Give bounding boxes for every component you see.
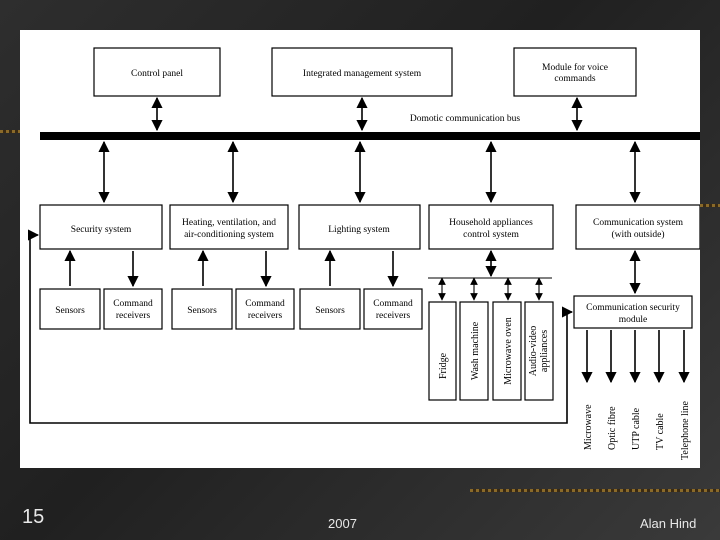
domotic-system-diagram: Control panel Integrated management syst…: [27, 47, 700, 460]
lighting-receivers-box: Command receivers: [363, 288, 423, 330]
security-feedback-loop: [27, 229, 568, 424]
receivers-label-line1: Command: [245, 299, 285, 309]
communication-system-line2: (with outside): [611, 229, 664, 240]
left-edge-decoration: [0, 130, 20, 133]
wash-machine-label: Wash machine: [470, 321, 481, 380]
bottom-decoration: [470, 489, 720, 492]
hvac-sensors-box: Sensors: [171, 288, 233, 330]
receivers-label-line2: receivers: [376, 311, 411, 321]
communication-security-module-box: Communication security module: [573, 295, 693, 329]
right-edge-decoration: [700, 204, 720, 207]
hvac-receivers-box: Command receivers: [235, 288, 295, 330]
bus-label: Domotic communication bus: [410, 114, 521, 124]
sensors-label: Sensors: [315, 306, 345, 316]
appliances-control-line1: Household appliances: [449, 218, 533, 228]
integrated-management-label: Integrated management system: [303, 69, 422, 79]
lighting-system-box: Lighting system: [298, 204, 421, 250]
control-panel-box: Control panel: [93, 47, 221, 97]
audio-video-label-line1: Audio-video: [528, 326, 539, 377]
comm-security-line2: module: [619, 315, 648, 325]
channel-tv-cable-label: TV cable: [655, 413, 666, 450]
channel-telephone-line-label: Telephone line: [680, 400, 691, 460]
footer-year: 2007: [328, 516, 357, 531]
communication-system-line1: Communication system: [593, 218, 684, 228]
lighting-system-label: Lighting system: [328, 225, 390, 235]
communication-system-box: Communication system (with outside): [575, 204, 700, 250]
channel-utp-cable-label: UTP cable: [631, 407, 642, 450]
security-system-label: Security system: [71, 225, 132, 235]
security-receivers-box: Command receivers: [103, 288, 163, 330]
security-sensors-box: Sensors: [39, 288, 101, 330]
microwave-oven-box: Microwave oven: [492, 301, 522, 401]
fridge-label: Fridge: [438, 352, 449, 379]
audio-video-box: Audio-video appliances: [524, 301, 554, 401]
footer-author: Alan Hind: [640, 516, 697, 531]
lighting-sensors-box: Sensors: [299, 288, 361, 330]
security-system-box: Security system: [39, 204, 163, 250]
wash-machine-box: Wash machine: [459, 301, 489, 401]
receivers-label-line1: Command: [113, 299, 153, 309]
voice-module-label-line2: commands: [554, 74, 595, 84]
hvac-label-line2: air-conditioning system: [184, 230, 274, 240]
microwave-oven-label: Microwave oven: [503, 317, 514, 384]
slide-number: 15: [22, 506, 45, 528]
receivers-label-line2: receivers: [248, 311, 283, 321]
appliances-control-line2: control system: [463, 230, 519, 240]
sensors-label: Sensors: [55, 306, 85, 316]
voice-module-label-line1: Module for voice: [542, 62, 608, 73]
domotic-bus: [40, 132, 700, 140]
hvac-label-line1: Heating, ventilation, and: [182, 218, 276, 228]
channel-microwave-label: Microwave: [583, 404, 594, 450]
sensors-label: Sensors: [187, 306, 217, 316]
integrated-management-box: Integrated management system: [271, 47, 453, 97]
hvac-system-box: Heating, ventilation, and air-conditioni…: [169, 204, 289, 250]
control-panel-label: Control panel: [131, 69, 183, 79]
appliances-control-box: Household appliances control system: [428, 204, 554, 250]
comm-security-line1: Communication security: [586, 303, 680, 313]
slide-panel: Control panel Integrated management syst…: [20, 30, 700, 468]
audio-video-label-line2: appliances: [539, 330, 550, 372]
fridge-box: Fridge: [428, 301, 457, 401]
receivers-label-line2: receivers: [116, 311, 151, 321]
voice-module-box: Module for voice commands: [513, 47, 637, 97]
channel-optic-fibre-label: Optic fibre: [607, 406, 618, 450]
receivers-label-line1: Command: [373, 299, 413, 309]
